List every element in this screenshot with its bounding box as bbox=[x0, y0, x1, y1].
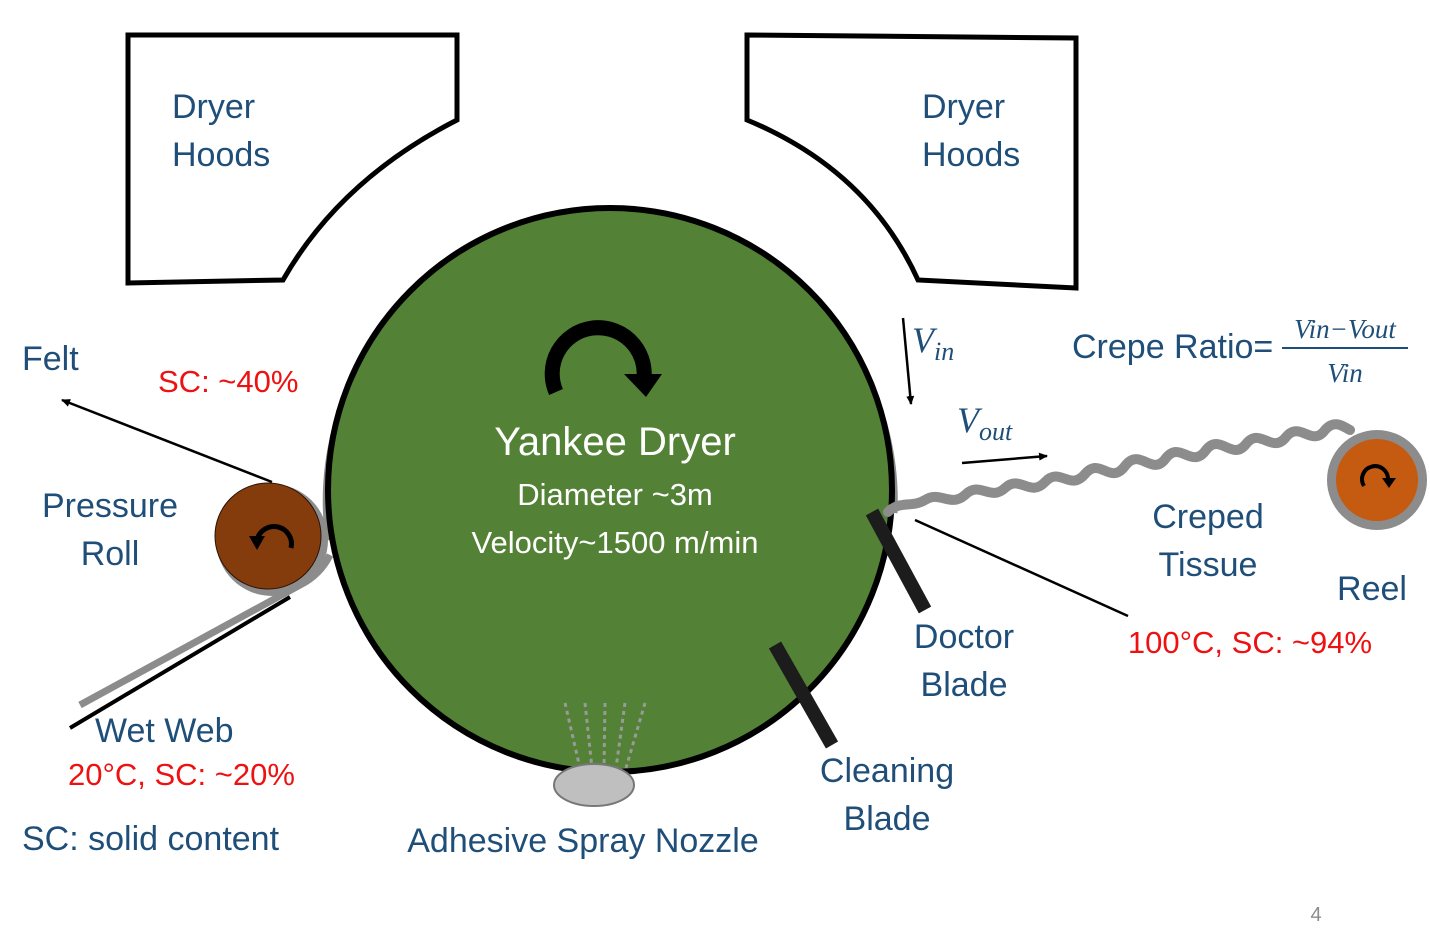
v-in-arrow bbox=[901, 317, 915, 405]
crepe-ratio-numerator: Vin−Vout bbox=[1294, 314, 1397, 344]
yankee-rotation-icon bbox=[544, 320, 652, 395]
pressure-roll-label-line2: Roll bbox=[81, 535, 140, 573]
reel-arrowhead-icon bbox=[1382, 478, 1396, 488]
crepe-ratio-denominator: Vin bbox=[1327, 358, 1363, 388]
cleaning-blade-label-line1: Cleaning bbox=[820, 752, 954, 790]
yankee-rotation-arrowhead-icon bbox=[624, 374, 662, 397]
cleaning-blade bbox=[768, 641, 839, 749]
v-in-label: Vin bbox=[912, 320, 954, 366]
v-out-label: Vout bbox=[957, 400, 1013, 446]
reel-label: Reel bbox=[1337, 570, 1407, 608]
yankee-dryer-title: Yankee Dryer bbox=[494, 420, 736, 464]
doctor-blade-label-line1: Doctor bbox=[914, 618, 1014, 656]
crepe-ratio-label: Crepe Ratio= bbox=[1072, 328, 1273, 366]
creped-tissue-label-line2: Tissue bbox=[1159, 546, 1258, 584]
spray-pattern bbox=[563, 702, 647, 769]
sc-40-label: SC: ~40% bbox=[158, 364, 298, 399]
cleaning-blade-label-line2: Blade bbox=[844, 800, 931, 838]
wet-web-label: Wet Web bbox=[95, 712, 234, 750]
yankee-diameter: Diameter ~3m bbox=[517, 477, 713, 512]
adhesive-spray-nozzle-label: Adhesive Spray Nozzle bbox=[407, 822, 759, 860]
reel-condition: 100°C, SC: ~94% bbox=[1128, 625, 1372, 660]
dryer-hood-right bbox=[744, 32, 1079, 291]
creped-tissue-wave bbox=[883, 419, 1355, 517]
reel-rotation-icon bbox=[1360, 464, 1391, 488]
doctor-blade bbox=[865, 508, 932, 614]
reel bbox=[1336, 439, 1418, 521]
dryer-hoods-right-line1: Dryer bbox=[922, 88, 1005, 126]
yankee-velocity: Velocity~1500 m/min bbox=[472, 525, 759, 560]
reel-condition-leader bbox=[914, 518, 1129, 618]
dryer-hoods-right-line2: Hoods bbox=[922, 136, 1020, 174]
felt-line-lower bbox=[68, 595, 292, 730]
v-out-arrow bbox=[961, 452, 1048, 465]
dryer-hood-left bbox=[125, 32, 460, 286]
pressure-roll-rotation-icon bbox=[254, 524, 294, 549]
pressure-roll-label-line1: Pressure bbox=[42, 487, 178, 525]
felt-arrow bbox=[61, 398, 273, 484]
pressure-roll bbox=[214, 482, 322, 590]
pressure-roll-arrowhead-icon bbox=[249, 536, 265, 550]
dryer-hoods-left-line2: Hoods bbox=[172, 136, 270, 174]
doctor-blade-label-line2: Blade bbox=[921, 666, 1008, 704]
adhesive-spray-nozzle bbox=[553, 763, 635, 807]
dryer-hoods-left-line1: Dryer bbox=[172, 88, 255, 126]
page-number: 4 bbox=[1310, 904, 1321, 926]
felt-label: Felt bbox=[22, 340, 79, 378]
solid-content-note: SC: solid content bbox=[22, 820, 280, 858]
creped-tissue-label-line1: Creped bbox=[1152, 498, 1264, 536]
wet-web-condition: 20°C, SC: ~20% bbox=[68, 757, 295, 792]
